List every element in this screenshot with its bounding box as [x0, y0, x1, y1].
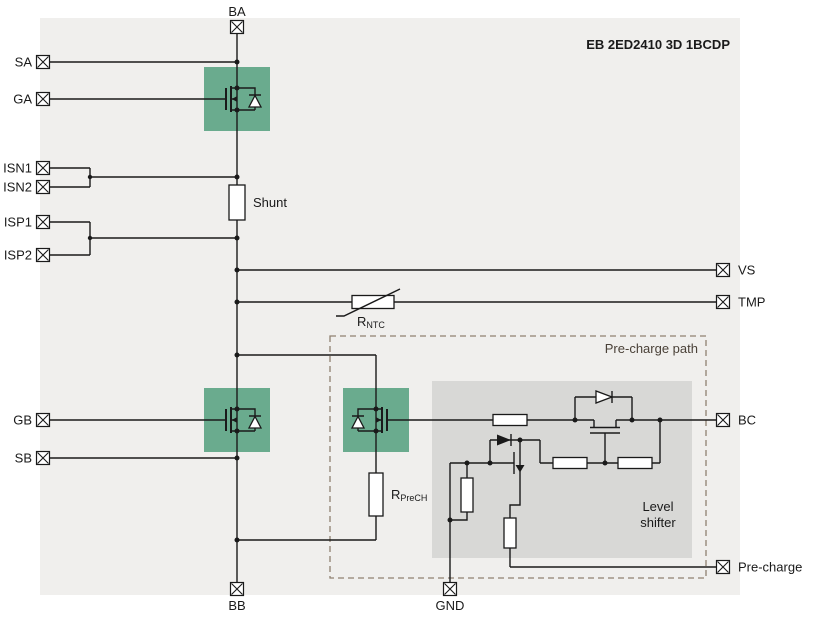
terminal-precharge-label: Pre-charge [738, 560, 802, 575]
mosfet-b-symbol [225, 407, 263, 433]
terminal-gnd [442, 581, 458, 597]
rprech-label-main: R [391, 487, 400, 502]
wire-shifter-fet [450, 440, 521, 518]
rprech-label: RPreCH [391, 487, 427, 503]
terminal-sb-label: SB [15, 451, 32, 466]
shifter-fet-arrow [515, 465, 525, 473]
terminal-bb-label: BB [228, 598, 245, 613]
terminal-isn1 [35, 160, 51, 176]
shunt-label: Shunt [253, 195, 287, 210]
level-shifter-label-2: shifter [640, 515, 676, 530]
wires [49, 33, 717, 583]
terminal-ga-label: GA [13, 92, 32, 107]
terminal-isn1-label: ISN1 [3, 161, 32, 176]
terminal-precharge [715, 559, 731, 575]
terminal-isp2 [35, 247, 51, 263]
level-shifter-box [432, 381, 692, 558]
terminal-sa-label: SA [15, 55, 33, 70]
precharge-resistor [368, 472, 384, 517]
terminal-isn2-label: ISN2 [3, 180, 32, 195]
mosfet-pc-body-diode [350, 415, 366, 429]
wire-r5-precharge [509, 548, 717, 568]
terminal-tmp-label: TMP [738, 295, 765, 310]
clamp-diode [497, 434, 511, 446]
resistor-r4 [460, 477, 474, 513]
terminal-gnd-label: GND [436, 598, 465, 613]
terminal-bb [229, 581, 245, 597]
terminal-tmp [715, 294, 731, 310]
mosfet-b-arrow [231, 417, 237, 423]
wire-pass-fet [590, 420, 620, 463]
bypass-diode [595, 390, 614, 404]
level-shifter-label-1: Level [642, 499, 673, 514]
terminal-bc [715, 412, 731, 428]
terminal-gb [35, 412, 51, 428]
terminal-vs [715, 262, 731, 278]
ntc-strike [336, 288, 401, 317]
shunt-resistor [228, 184, 246, 221]
mosfet-pc-arrow [376, 417, 382, 423]
terminal-ga [35, 91, 51, 107]
terminal-sa [35, 54, 51, 70]
terminal-gb-label: GB [13, 413, 32, 428]
precharge-path-box [329, 335, 707, 579]
terminal-isp1-label: ISP1 [4, 215, 32, 230]
mosfet-precharge-symbol [350, 407, 388, 433]
resistor-r3 [617, 456, 653, 470]
terminal-bc-label: BC [738, 413, 756, 428]
terminal-vs-label: VS [738, 263, 756, 278]
level-shifter-symbols [497, 390, 614, 473]
terminal-sb [35, 450, 51, 466]
mosfet-a-arrow [231, 96, 237, 102]
mosfet-b-body-diode [247, 415, 263, 429]
terminal-isp1 [35, 214, 51, 230]
resistor-r5 [503, 517, 517, 549]
board-title: EB 2ED2410 3D 1BCDP [586, 37, 730, 52]
wire-isn [49, 167, 237, 188]
rprech-label-sub: PreCH [400, 493, 427, 503]
ntc-label-sub: NTC [366, 320, 385, 330]
precharge-path-label: Pre-charge path [605, 341, 698, 356]
mosfet-a-body-diode [247, 94, 263, 108]
resistor-r2 [552, 456, 588, 470]
terminal-isp2-label: ISP2 [4, 248, 32, 263]
terminal-isn2 [35, 179, 51, 195]
wire-isp [49, 221, 237, 256]
terminal-ba-label: BA [228, 4, 246, 19]
junction-dots [87, 59, 663, 543]
ntc-label: RNTC [357, 314, 385, 330]
terminal-ba [229, 19, 245, 35]
mosfet-a-symbol [225, 86, 263, 112]
wire-bypass-diode [574, 396, 633, 420]
ntc-label-main: R [357, 314, 366, 329]
resistor-r1 [492, 413, 528, 427]
